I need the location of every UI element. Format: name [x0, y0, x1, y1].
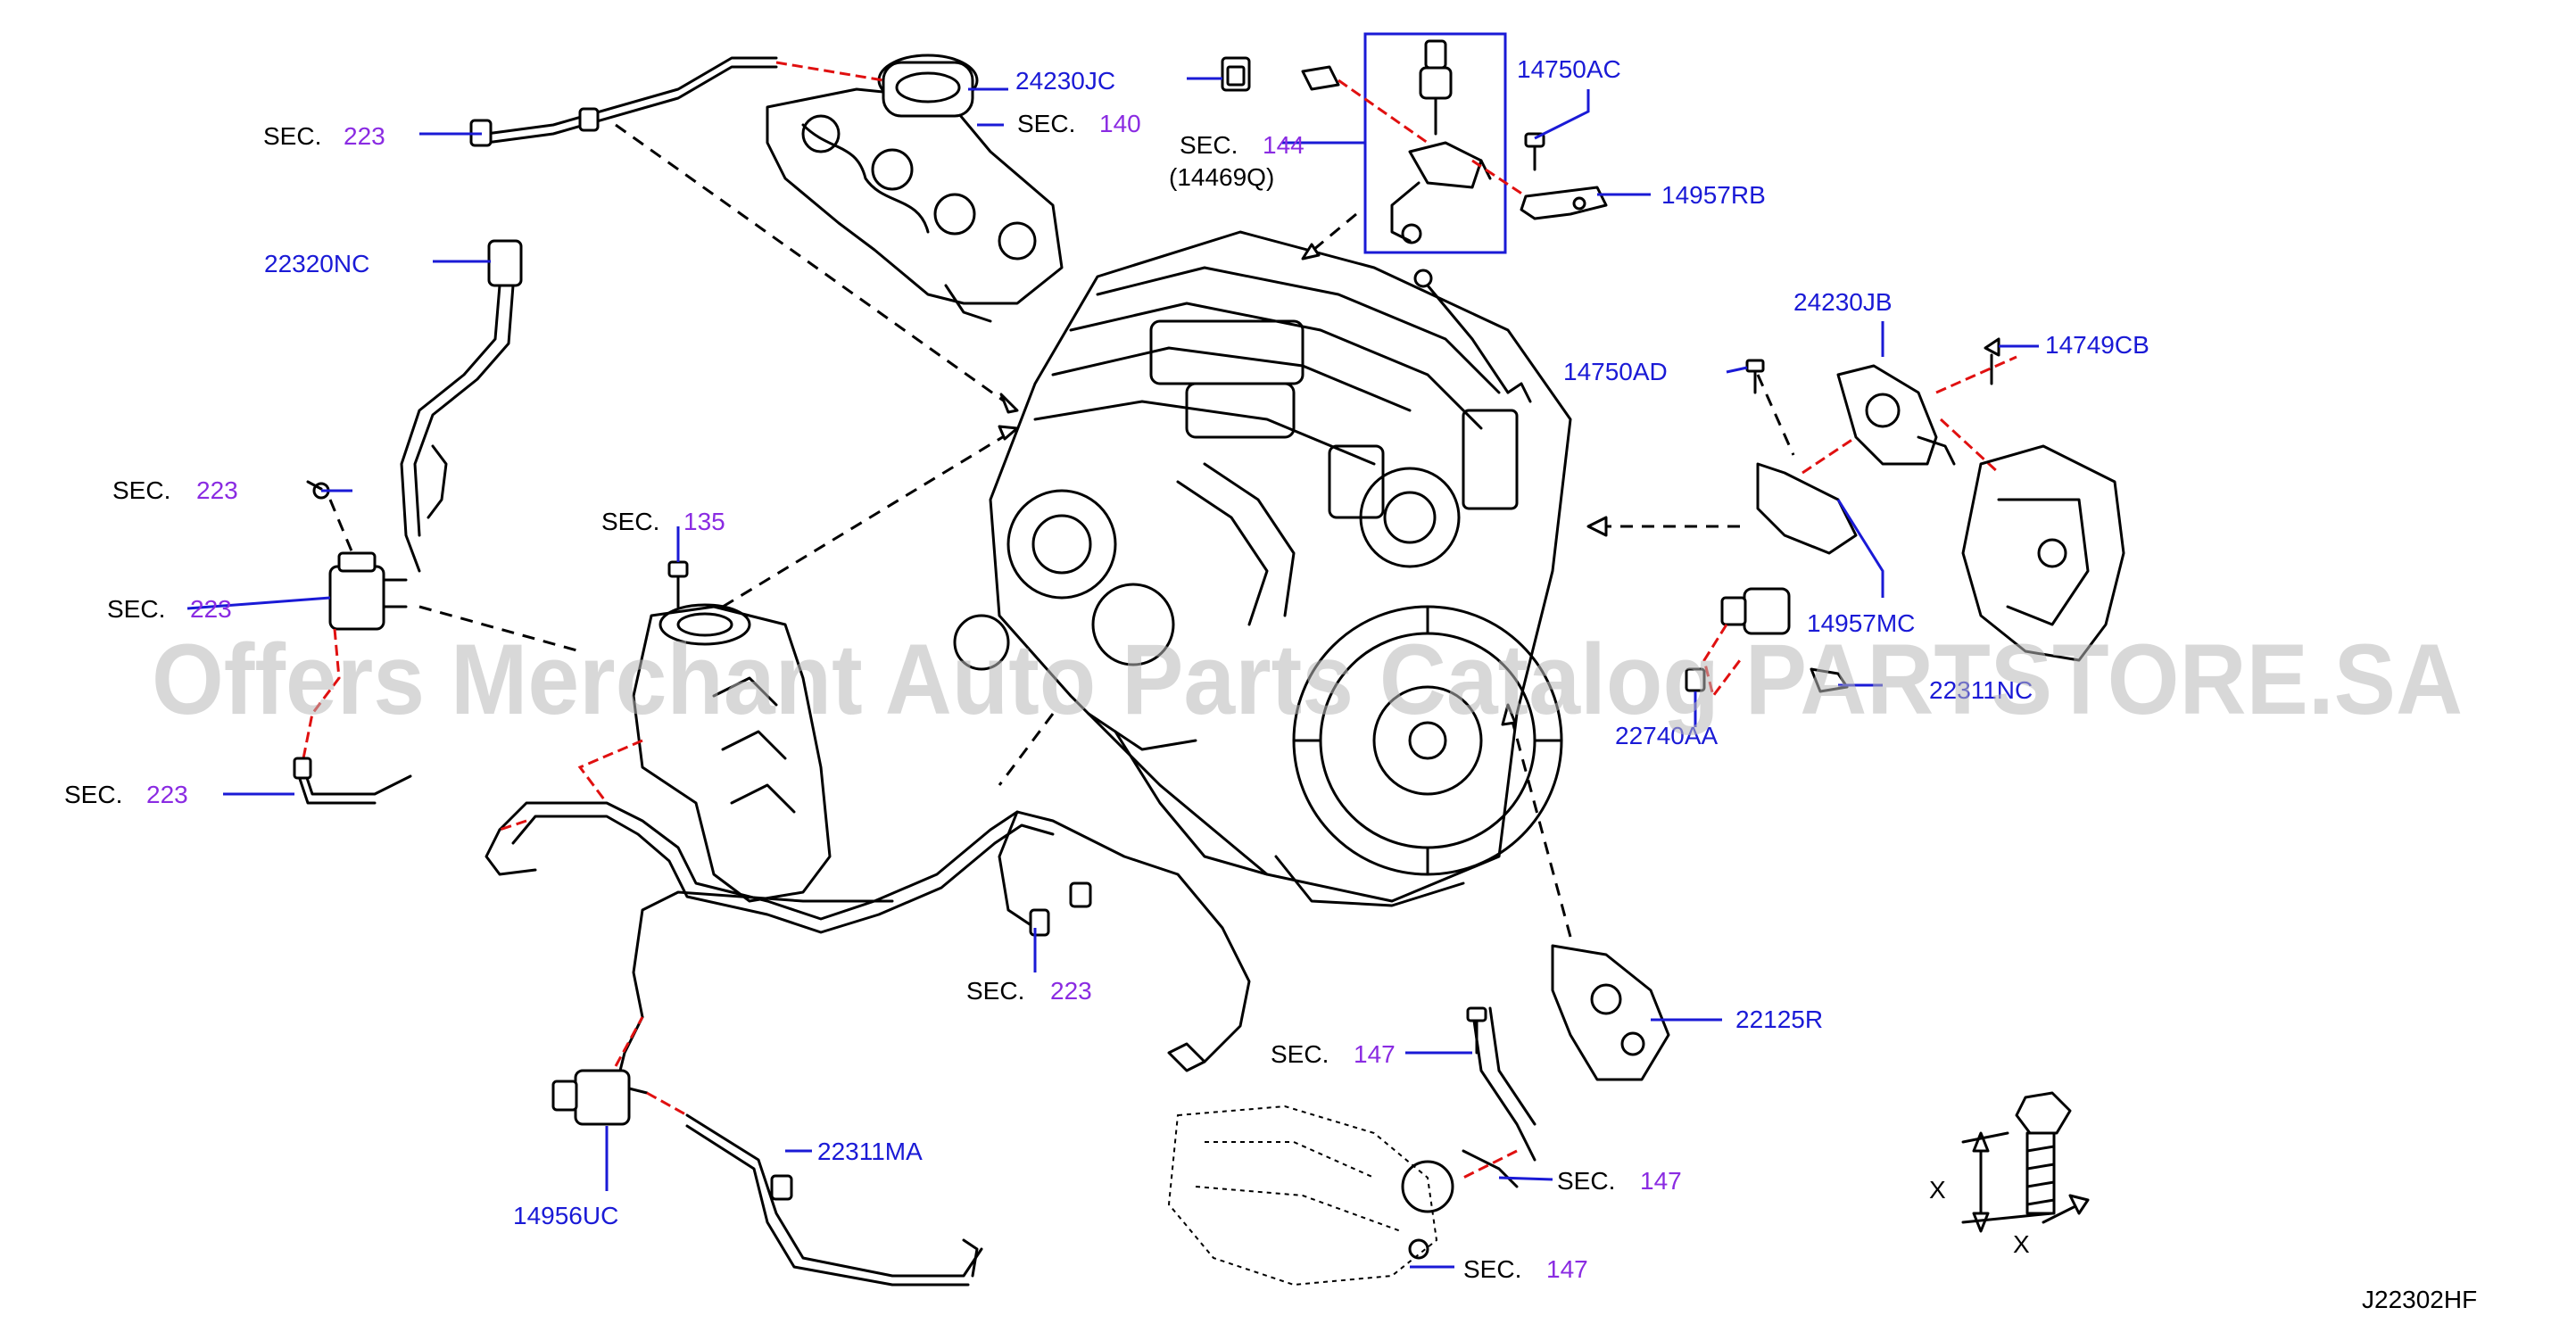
svg-text:SEC.: SEC.	[1557, 1167, 1615, 1195]
svg-text:223: 223	[344, 122, 385, 150]
svg-text:147: 147	[1546, 1255, 1588, 1283]
svg-text:SEC.: SEC.	[1463, 1255, 1521, 1283]
svg-text:SEC.: SEC.	[966, 977, 1024, 1005]
bolt-dimension-detail	[1961, 1091, 2090, 1233]
label-sec-147-b: SEC. 147	[1557, 1167, 1682, 1195]
svg-text:SEC.: SEC.	[64, 781, 122, 808]
label-sec-140: SEC. 140	[1017, 110, 1141, 137]
label-sec-135: SEC. 135	[601, 508, 725, 535]
solenoid-valve-assembly	[293, 480, 412, 805]
svg-text:147: 147	[1640, 1167, 1682, 1195]
svg-text:147: 147	[1354, 1040, 1396, 1068]
svg-text:SEC.: SEC.	[1180, 131, 1238, 159]
label-24230jb: 24230JB	[1793, 288, 1893, 316]
label-14750ac: 14750AC	[1517, 55, 1621, 83]
label-14750ad: 14750AD	[1563, 358, 1668, 385]
svg-text:SEC.: SEC.	[112, 476, 170, 504]
label-sec-147-c: SEC. 147	[1463, 1255, 1588, 1283]
label-sec-223-b: SEC. 223	[112, 476, 238, 504]
dimension-label-left: X	[1929, 1176, 1946, 1204]
svg-text:SEC.: SEC.	[601, 508, 659, 535]
label-22320nc: 22320NC	[264, 250, 369, 277]
watermark: Offers Merchant Auto Parts Catalog PARTS…	[152, 624, 2463, 735]
svg-text:SEC.: SEC.	[107, 595, 165, 623]
svg-text:140: 140	[1099, 110, 1141, 137]
label-sec-144: SEC. 144	[1180, 131, 1305, 159]
bracket-22125r	[1551, 944, 1670, 1081]
label-sec-147-a: SEC. 147	[1271, 1040, 1396, 1068]
label-22311nc: 22311NC	[1929, 676, 2033, 704]
engine-assembly	[953, 230, 1572, 907]
label-24230jc: 24230JC	[1015, 67, 1115, 95]
diagram-code: J22302HF	[2362, 1286, 2477, 1313]
solenoid-14956uc	[551, 1016, 983, 1287]
svg-text:223: 223	[146, 781, 188, 808]
label-14469q: (14469Q)	[1169, 163, 1274, 191]
label-14957rb: 14957RB	[1661, 181, 1766, 209]
turbocharger-assembly	[766, 54, 1064, 323]
sensor-bracket-box	[1221, 32, 1608, 254]
svg-text:SEC.: SEC.	[263, 122, 321, 150]
intake-manifold	[577, 560, 832, 903]
svg-text:SEC.: SEC.	[1271, 1040, 1329, 1068]
label-22311ma: 22311MA	[817, 1138, 923, 1165]
svg-text:223: 223	[196, 476, 238, 504]
svg-text:223: 223	[190, 595, 232, 623]
pipe-24230jc	[469, 56, 884, 147]
svg-text:135: 135	[683, 508, 725, 535]
label-22125r: 22125R	[1735, 1005, 1823, 1033]
label-22740aa: 22740AA	[1615, 722, 1719, 749]
egr-valve-assembly	[1685, 337, 2125, 699]
reference-arrows	[328, 123, 1795, 938]
vacuum-tube-harness	[485, 801, 1251, 1090]
leader-lines	[186, 77, 2039, 1269]
label-14749cb: 14749CB	[2045, 331, 2149, 359]
svg-text:SEC.: SEC.	[1017, 110, 1075, 137]
label-14957mc: 14957MC	[1807, 609, 1915, 637]
label-sec-223-e: SEC. 223	[966, 977, 1092, 1005]
svg-text:144: 144	[1263, 131, 1305, 159]
label-sec-223-c: SEC. 223	[107, 595, 232, 623]
label-sec-223-d: SEC. 223	[64, 781, 188, 808]
label-sec-223-a: SEC. 223	[263, 122, 385, 150]
dimension-label-bottom: X	[2013, 1230, 2030, 1258]
hose-22320nc	[400, 239, 523, 573]
label-14956uc: 14956UC	[513, 1202, 618, 1229]
transmission-outline	[1167, 1006, 1536, 1287]
svg-text:223: 223	[1050, 977, 1092, 1005]
